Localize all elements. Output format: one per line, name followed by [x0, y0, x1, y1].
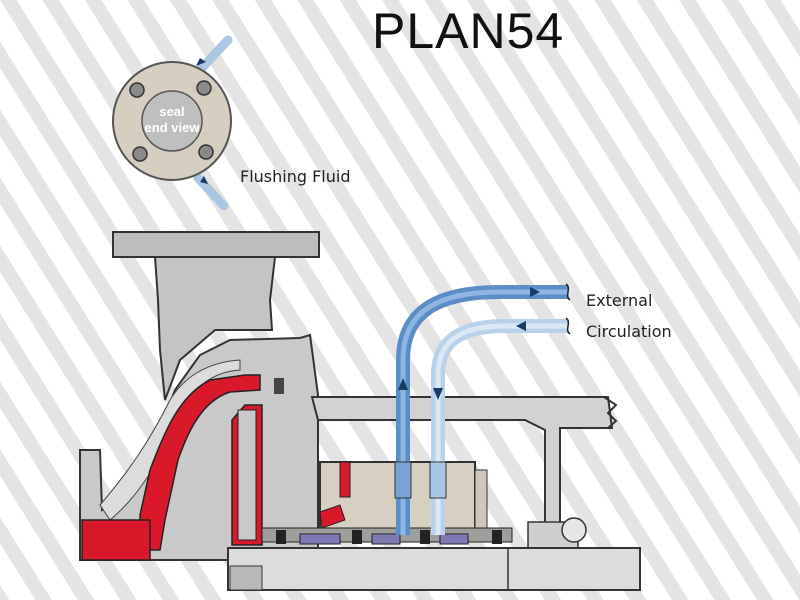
- circulation-label: Circulation: [586, 322, 672, 341]
- seal-view-label-line2: end view: [144, 120, 200, 135]
- outlet-break-mark: [565, 283, 571, 301]
- pump-assembly: [79, 231, 641, 591]
- circulation-piping: [394, 283, 571, 535]
- seal-ring-black-2: [352, 530, 362, 544]
- external-label: External: [586, 291, 653, 310]
- seal-ring-1: [299, 533, 341, 545]
- flush-pipe-top: [195, 35, 233, 75]
- shaft-thread: [229, 565, 263, 591]
- seal-ring-2: [371, 533, 401, 545]
- discharge-nozzle: [153, 256, 277, 401]
- bolt-icons: [129, 80, 214, 162]
- flow-arrow-down-icon: [433, 388, 443, 400]
- inlet-pipe-highlight: [435, 323, 568, 535]
- bolt-icon: [129, 82, 145, 98]
- bearing-ball: [561, 517, 587, 543]
- seal-ring-3: [439, 533, 469, 545]
- bolt-icon: [198, 144, 214, 160]
- impeller-foot: [81, 519, 151, 561]
- flush-arrow-in: [196, 58, 206, 66]
- frame-break: [603, 396, 618, 429]
- outlet-pipe-highlight: [400, 289, 568, 535]
- discharge-flange: [112, 231, 320, 258]
- bolt-icon: [196, 80, 212, 96]
- seal-ring-black-4: [492, 530, 502, 544]
- seal-spring-red: [339, 461, 351, 498]
- flushing-fluid-label: Flushing Fluid: [240, 167, 351, 186]
- seal-view-label-line1: seal: [159, 104, 185, 119]
- flush-pipe-bottom: [193, 173, 229, 211]
- outlet-thread: [394, 461, 412, 499]
- bolt-icon: [132, 146, 148, 162]
- inlet-thread: [429, 461, 447, 499]
- flow-arrow-left-icon: [516, 321, 526, 331]
- seal-bore: [141, 90, 203, 152]
- seal-face-red: [319, 504, 346, 529]
- flow-arrow-right-icon: [530, 287, 540, 297]
- page-title: PLAN54: [372, 3, 565, 59]
- inlet-break-mark: [565, 317, 571, 335]
- seal-ring-black-1: [276, 530, 286, 544]
- backplate: [237, 409, 257, 541]
- casing-bolt: [274, 378, 284, 394]
- flow-arrow-up-icon: [398, 378, 408, 390]
- impeller: [139, 374, 261, 551]
- shaft: [227, 547, 641, 591]
- seal-end-view: [112, 35, 233, 211]
- flush-arrow-out: [200, 176, 208, 184]
- seal-ring-black-3: [420, 530, 430, 544]
